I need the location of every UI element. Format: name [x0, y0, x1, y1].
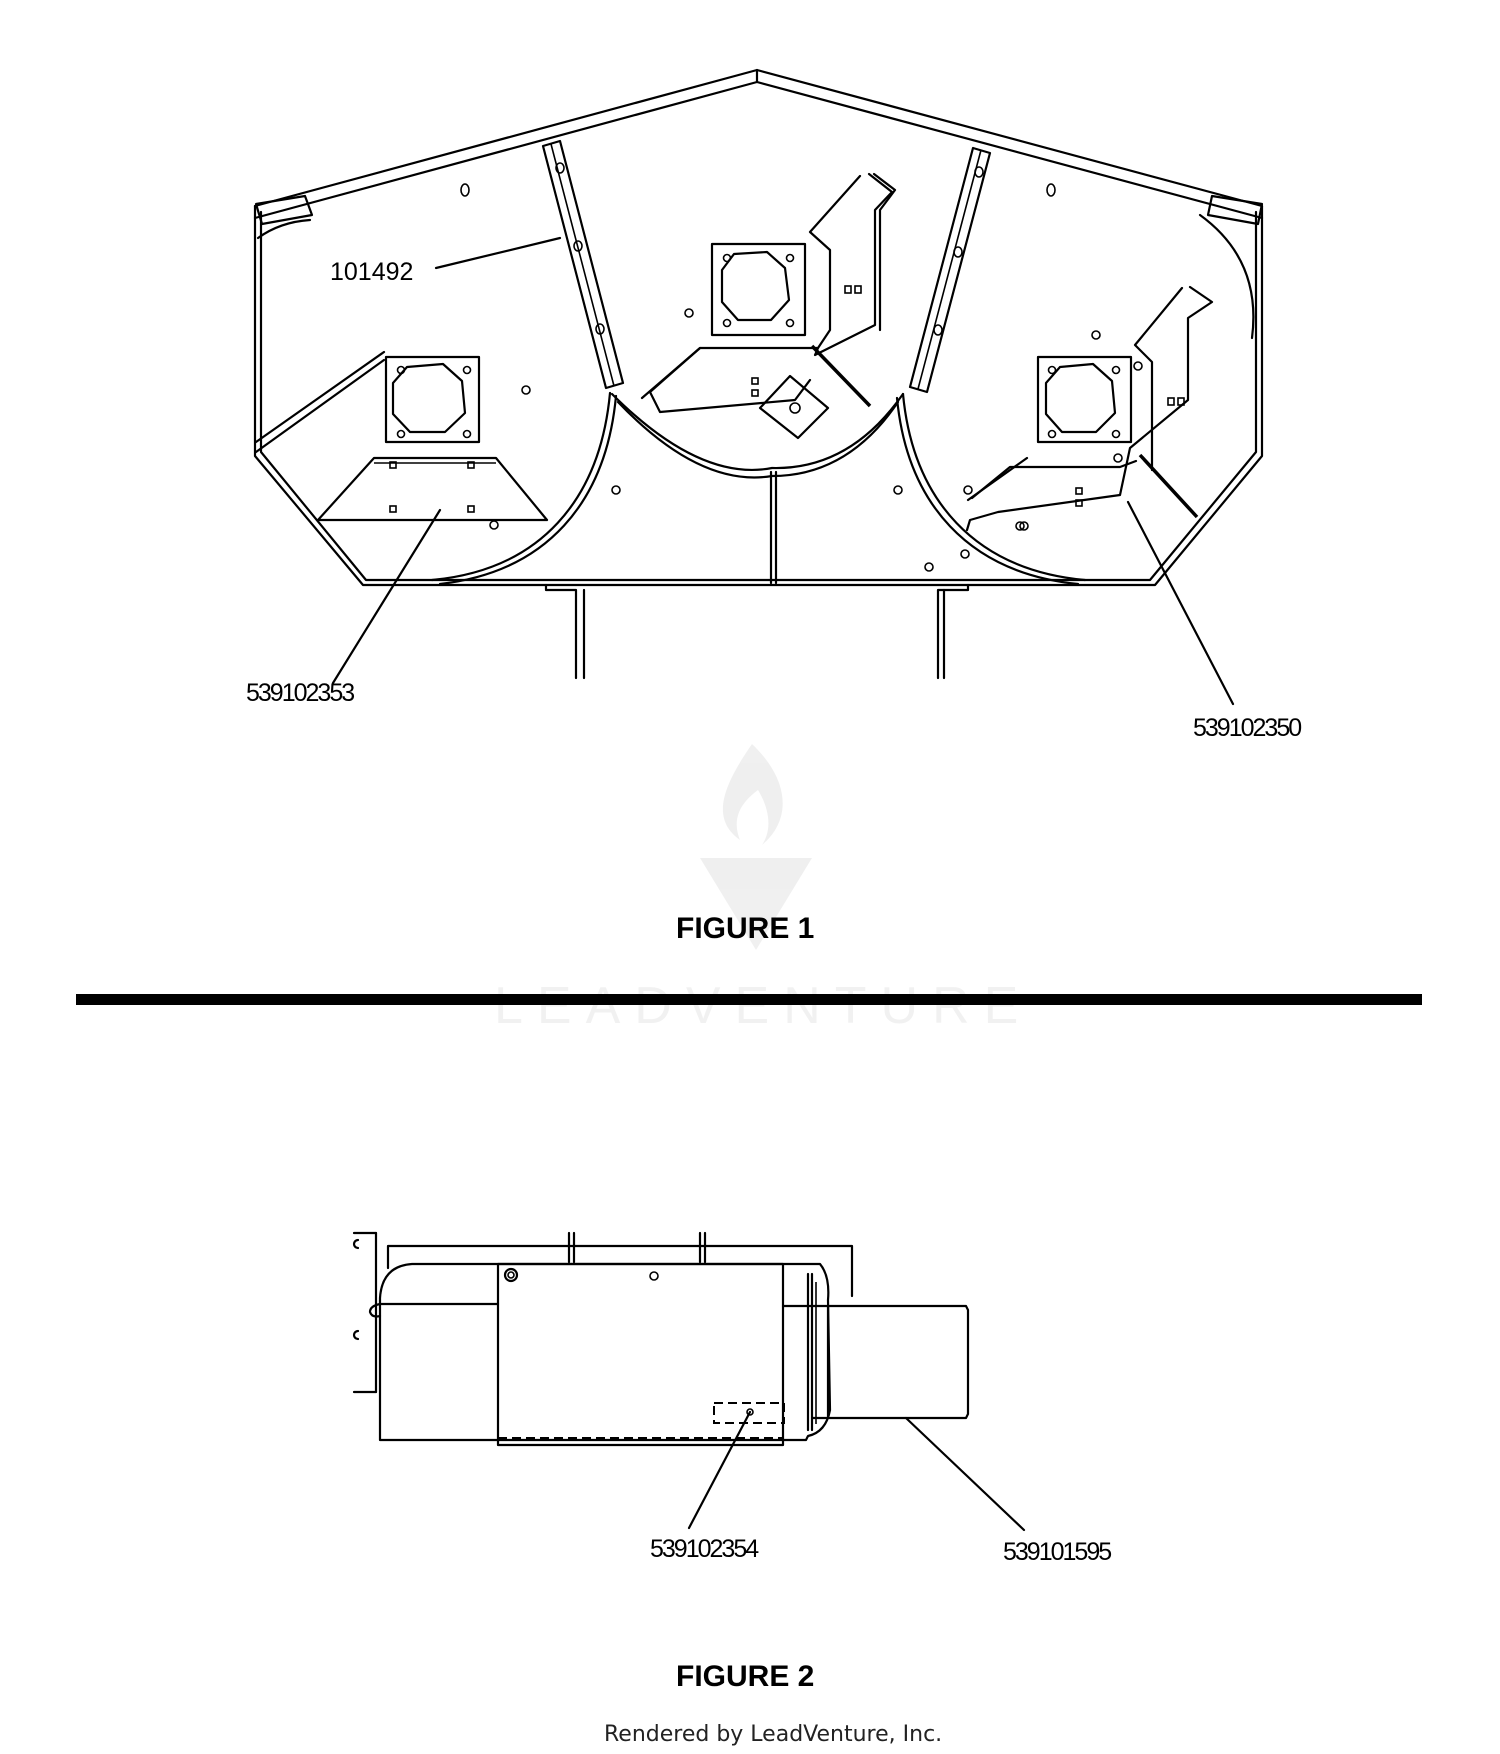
center-rib — [769, 470, 778, 585]
baffle-539102353 — [316, 456, 549, 522]
part-label-539101595: 539101595 — [1003, 1538, 1112, 1566]
side-view-deflector — [781, 1304, 970, 1420]
figure-separator — [76, 994, 1422, 1005]
figure-1-title: FIGURE 1 — [676, 912, 815, 945]
side-view-frame — [352, 1231, 854, 1394]
figure-2-leader-lines — [687, 1410, 1026, 1532]
rendered-by-footer: Rendered by LeadVenture, Inc. — [604, 1722, 943, 1747]
part-label-539102350: 539102350 — [1193, 714, 1302, 742]
part-label-539102353: 539102353 — [246, 679, 355, 707]
spindle-plate-center — [710, 242, 807, 337]
spindle-plate-left — [384, 355, 481, 444]
baffle-539102350 — [965, 285, 1214, 532]
part-label-539102354: 539102354 — [650, 1535, 759, 1563]
side-view-housing — [368, 1262, 832, 1447]
baffle-101492-strip — [541, 139, 625, 390]
baffle-right-strip — [908, 146, 992, 394]
deck-holes — [460, 183, 1143, 572]
blade-housing-arcs — [430, 391, 1087, 586]
figure-1-leader-lines — [331, 236, 1235, 706]
center-chute-baffle — [640, 172, 897, 440]
watermark-text: LEADVENTURE — [494, 977, 1033, 1035]
deck-end-lips — [254, 194, 1264, 454]
deck-hitch-legs — [544, 583, 970, 680]
figure-2-title: FIGURE 2 — [676, 1660, 815, 1693]
deck-outline — [253, 68, 1264, 587]
spindle-plate-right — [1036, 355, 1133, 444]
part-label-101492: 101492 — [330, 258, 414, 286]
leadventure-watermark-logo — [700, 744, 812, 950]
